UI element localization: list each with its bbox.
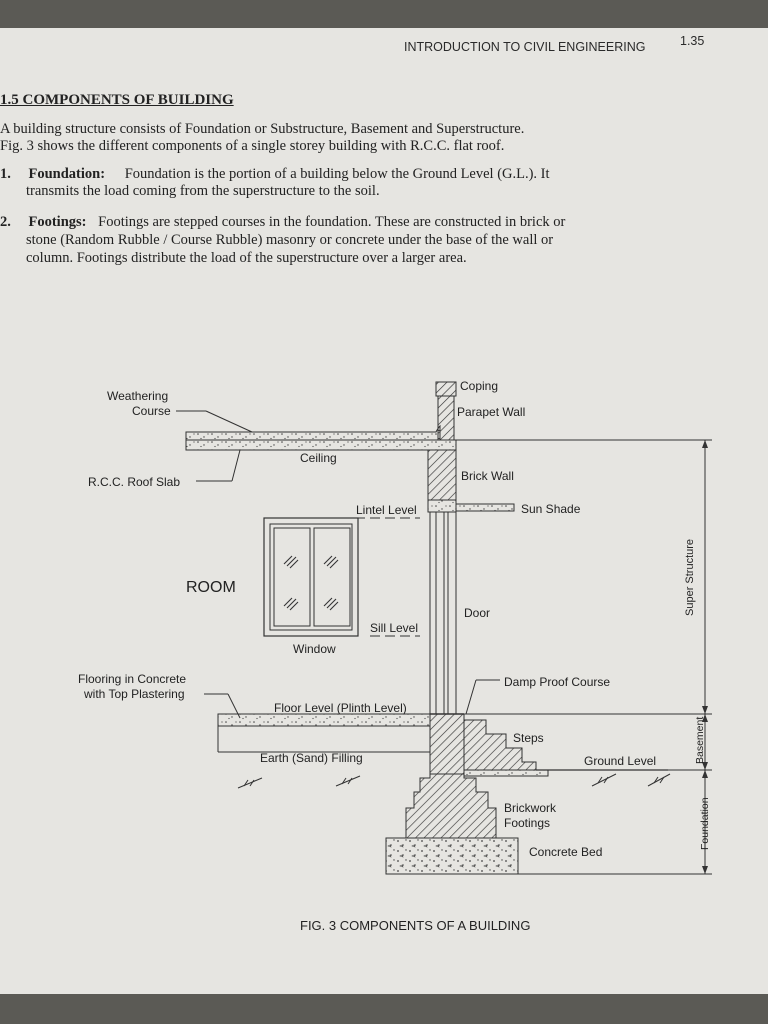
building-section-diagram: Weathering Course Coping Parapet Wall Ce…	[78, 379, 712, 875]
item-foundation-line2: transmits the load coming from the super…	[26, 183, 380, 199]
weathering-course	[185, 424, 441, 441]
label-flooring-2: with Top Plastering	[83, 687, 185, 701]
item-foundation: 1. Foundation: Foundation is the portion…	[0, 166, 550, 183]
steps	[463, 719, 537, 771]
label-super-structure: Super Structure	[684, 539, 696, 616]
label-course: Course	[132, 404, 171, 418]
concrete-bed	[385, 837, 519, 875]
label-brick-wall: Brick Wall	[461, 469, 514, 483]
section-title: 1.5 COMPONENTS OF BUILDING	[0, 92, 234, 108]
label-window: Window	[293, 642, 336, 656]
label-ceiling: Ceiling	[300, 451, 337, 465]
label-brickwork: Brickwork	[504, 801, 557, 815]
label-steps: Steps	[513, 731, 544, 745]
item-text: Footings are stepped courses in the foun…	[98, 214, 566, 230]
lintel	[427, 499, 457, 513]
label-floor-level: Floor Level (Plinth Level)	[274, 701, 407, 715]
item-number: 2.	[0, 214, 11, 230]
label-basement: Basement	[694, 717, 706, 764]
label-weathering: Weathering	[107, 389, 168, 403]
brickwork-footings	[405, 773, 497, 839]
label-earth-filling: Earth (Sand) Filling	[260, 751, 363, 765]
label-sill-level: Sill Level	[370, 621, 418, 635]
item-term: Foundation:	[28, 166, 106, 182]
label-foundation: Foundation	[699, 797, 711, 850]
label-room: ROOM	[186, 579, 236, 596]
label-lintel-level: Lintel Level	[356, 503, 417, 517]
rcc-roof-slab	[185, 439, 457, 451]
item-text: Foundation is the portion of a building …	[124, 166, 550, 182]
basement-wall	[429, 713, 465, 775]
item-term: Footings:	[28, 214, 87, 230]
label-damp-proof-course: Damp Proof Course	[504, 675, 610, 689]
intro-line-1: A building structure consists of Foundat…	[0, 121, 525, 137]
item-footings: 2. Footings: Footings are stepped course…	[0, 214, 565, 231]
brick-wall	[427, 449, 457, 501]
flooring	[217, 713, 431, 727]
item-number: 1.	[0, 166, 11, 182]
label-sun-shade: Sun Shade	[521, 502, 581, 516]
figure-caption: FIG. 3 COMPONENTS OF A BUILDING	[300, 918, 531, 933]
book-page: INTRODUCTION TO CIVIL ENGINEERING 1.35 1…	[0, 28, 768, 994]
label-rcc-roof-slab: R.C.C. Roof Slab	[88, 475, 180, 489]
label-concrete-bed: Concrete Bed	[529, 845, 602, 859]
label-flooring-1: Flooring in Concrete	[78, 672, 186, 686]
intro-line-2: Fig. 3 shows the different components of…	[0, 138, 505, 154]
label-parapet-wall: Parapet Wall	[457, 405, 525, 419]
running-header: INTRODUCTION TO CIVIL ENGINEERING	[404, 40, 646, 54]
coping	[435, 381, 457, 397]
label-footings: Footings	[504, 816, 550, 830]
label-coping: Coping	[460, 379, 498, 393]
item-footings-line3: column. Footings distribute the load of …	[26, 250, 467, 266]
page-number: 1.35	[680, 34, 705, 48]
label-ground-level: Ground Level	[584, 754, 656, 768]
sun-shade	[455, 503, 515, 512]
item-footings-line2: stone (Random Rubble / Course Rubble) ma…	[26, 232, 554, 248]
window	[263, 517, 359, 637]
label-door: Door	[464, 606, 490, 620]
